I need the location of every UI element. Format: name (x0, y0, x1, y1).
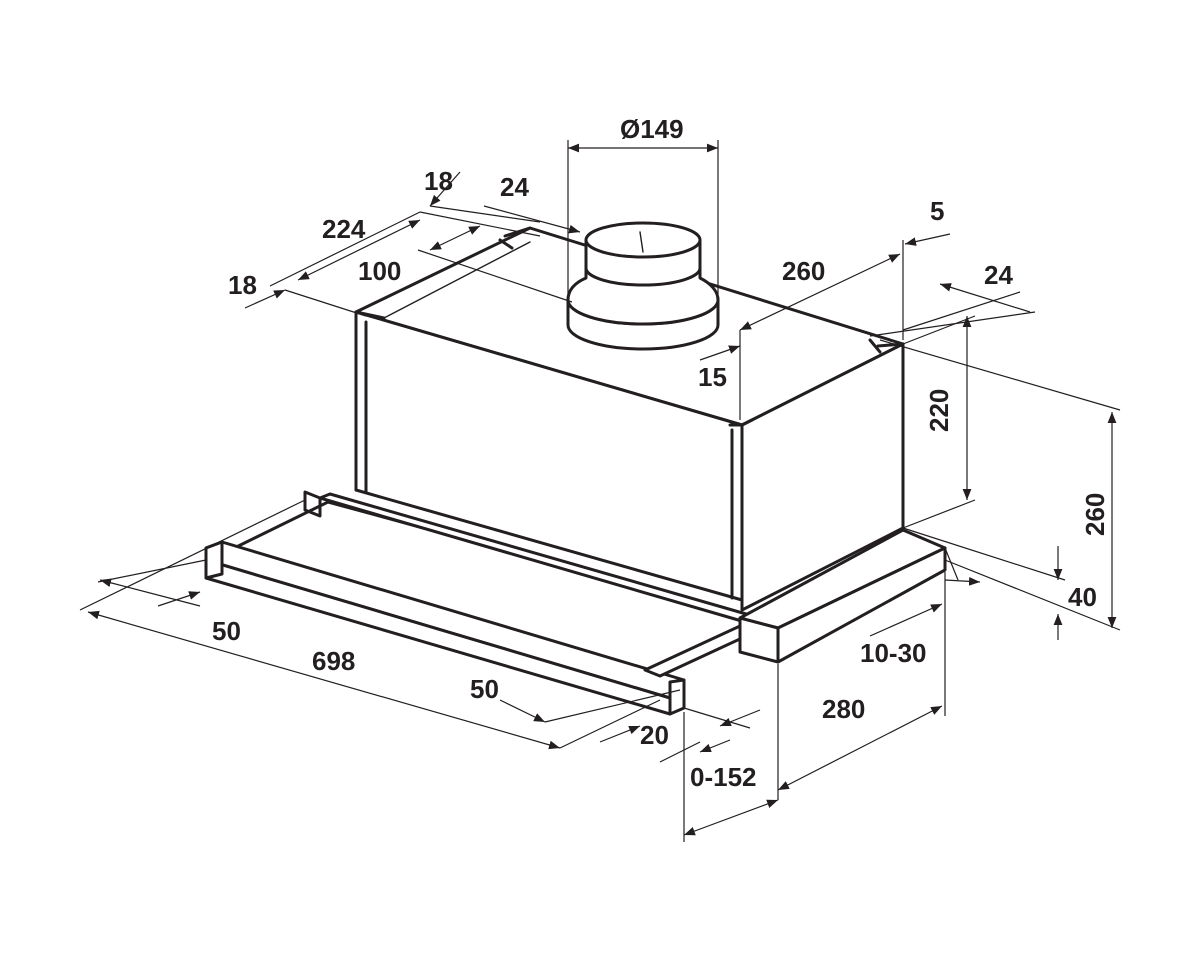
corner-bracket-front (728, 418, 754, 602)
label-bottom-10-30: 10-30 (860, 638, 927, 668)
duct-damper-line (639, 231, 644, 253)
corner-bracket-right (868, 338, 905, 354)
label-bottom-50-a: 50 (212, 616, 241, 646)
label-bottom-20: 20 (640, 720, 669, 750)
base-side (776, 546, 947, 664)
duct-opening (584, 221, 702, 259)
label-top-5: 5 (930, 196, 944, 226)
tray-left-cap (204, 540, 224, 580)
label-top-24-b: 24 (984, 260, 1013, 290)
label-top-15: 15 (698, 362, 727, 392)
dim-line-0-152 (683, 799, 779, 836)
label-bottom-280: 280 (822, 694, 865, 724)
tray-right-cap (668, 678, 686, 716)
label-top-100: 100 (358, 256, 401, 286)
label-height-220: 220 (924, 389, 954, 432)
label-top-24-a: 24 (500, 172, 529, 202)
label-bottom-50-b: 50 (470, 674, 499, 704)
base-notch (303, 490, 322, 518)
label-top-260: 260 (782, 256, 825, 286)
label-top-224: 224 (322, 214, 366, 244)
label-height-40: 40 (1068, 582, 1097, 612)
dim-line-100 (429, 225, 481, 251)
dimension-labels: Ø149 18 24 224 100 18 260 5 24 15 220 26… (212, 114, 1110, 792)
top-face-edge-right (751, 349, 891, 421)
dim-line-280 (777, 705, 943, 791)
label-bottom-0-152: 0-152 (690, 762, 757, 792)
dim-line-224 (297, 219, 421, 281)
corner-bracket-left (354, 310, 386, 494)
duct-collar (566, 221, 720, 351)
dim-line-260-top (739, 253, 901, 331)
top-face-edge-left (383, 241, 531, 319)
dim-line-698 (87, 610, 561, 750)
label-bottom-698: 698 (312, 646, 355, 676)
label-top-18-b: 18 (228, 270, 257, 300)
label-top-18-a: 18 (424, 166, 453, 196)
dimension-lines (79, 140, 1121, 842)
label-height-260: 260 (1080, 493, 1110, 536)
label-duct-diameter: Ø149 (620, 114, 684, 144)
